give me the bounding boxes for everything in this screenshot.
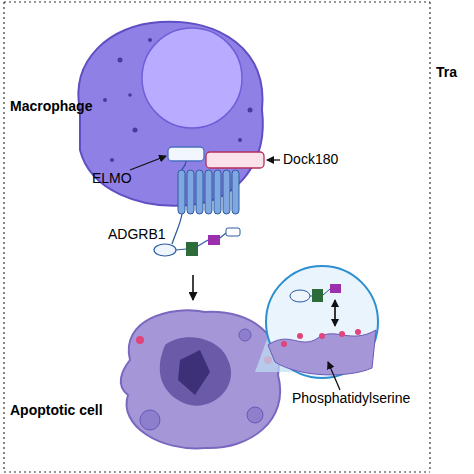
ps-dot [319, 333, 325, 339]
flow-arrow [192, 275, 194, 300]
tsr-domain [330, 284, 341, 293]
protein-label: ELMO [92, 170, 132, 186]
leader-arrow [328, 362, 340, 390]
panel-title-fragment: Tra [436, 64, 457, 80]
binding-arrow [334, 300, 335, 320]
ps-dot [281, 341, 287, 347]
panel-border [3, 2, 4, 472]
tsr-domain [312, 289, 323, 302]
panel-border [4, 1, 430, 2]
protein-label: Dock180 [283, 151, 338, 167]
ps-dot [297, 333, 303, 339]
panel-border [4, 471, 430, 472]
ps-dot [355, 329, 361, 335]
lipid-label: Phosphatidylserine [292, 390, 410, 406]
cell-label: Macrophage [10, 98, 92, 114]
tsr-domain [290, 290, 310, 302]
cell-label: Apoptotic cell [10, 402, 103, 418]
panel-border [429, 2, 430, 472]
apoptotic-cell-shape [10, 300, 292, 455]
membrane-zoom [268, 330, 376, 375]
magnifier-circle [266, 266, 378, 378]
leader-arrow [267, 159, 280, 160]
receptor-label: ADGRB1 [108, 226, 166, 242]
apoptotic-cell: Apoptotic cell [10, 300, 292, 455]
ps-dot [339, 331, 345, 337]
